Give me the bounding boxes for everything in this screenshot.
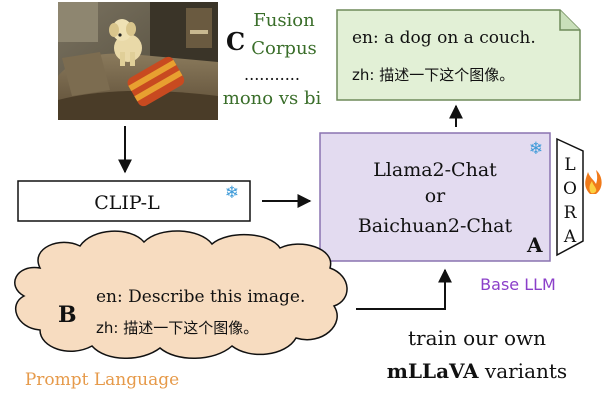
arrow-prompt-to-llm (356, 268, 452, 310)
output-note (336, 9, 581, 101)
prompt-language-label: Prompt Language (25, 370, 179, 390)
prompt-zh-text: zh: 描述一下这个图像。 (96, 319, 258, 337)
train-caption-line1: train our own (408, 326, 546, 350)
lora-letter-l: L (564, 155, 575, 175)
model-name: mLLaVA (387, 359, 479, 383)
fusion-label-line2: Corpus (251, 38, 317, 59)
lora-letter-o: O (563, 179, 577, 199)
llm-box (319, 132, 551, 262)
train-caption-line2: mLLaVA variants (387, 359, 567, 383)
clip-label: CLIP-L (94, 192, 160, 214)
train-caption-suffix: variants (479, 359, 568, 383)
lora-letter-r: R (564, 203, 578, 223)
llm-name-line1: Llama2-Chat (373, 159, 497, 181)
llm-name-line2: or (425, 185, 446, 207)
output-en-text: en: a dog on a couch. (352, 28, 536, 48)
lora-adapter (556, 137, 584, 257)
prompt-en-text: en: Describe this image. (96, 287, 305, 307)
snowflake-icon: ❄ (529, 139, 543, 159)
dotted-separator: ........... (244, 65, 300, 84)
label-c: C (226, 27, 245, 56)
prompt-cloud (14, 230, 348, 359)
dog-on-couch-photo (58, 2, 218, 120)
fusion-label-line1: Fusion (253, 10, 315, 31)
base-llm-label: Base LLM (480, 275, 556, 294)
snowflake-icon: ❄ (225, 183, 239, 203)
fire-icon (585, 170, 602, 194)
llm-name-line3: Baichuan2-Chat (358, 215, 513, 237)
label-a: A (526, 233, 543, 257)
output-zh-text: zh: 描述一下这个图像。 (352, 66, 514, 84)
mono-vs-bi-label: mono vs bi (223, 88, 322, 109)
label-b: B (58, 302, 77, 328)
lora-letter-a: A (563, 227, 577, 247)
clip-encoder-box (17, 180, 251, 222)
